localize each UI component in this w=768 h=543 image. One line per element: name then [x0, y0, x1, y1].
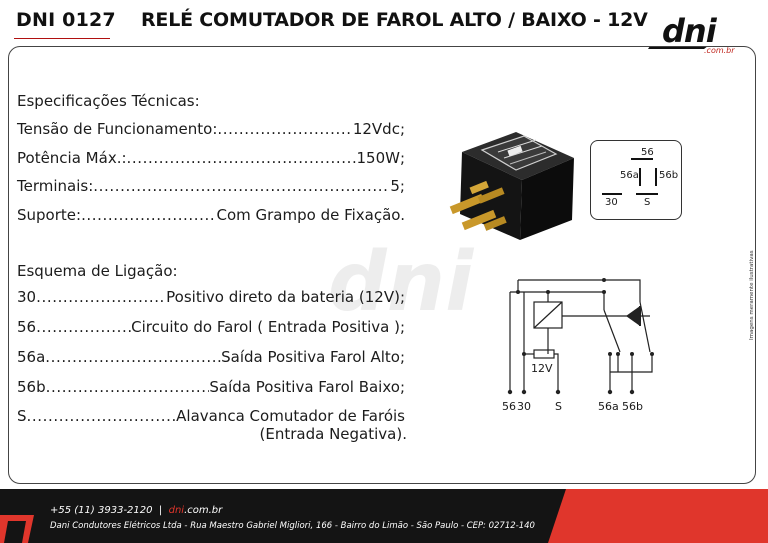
terminal-label: 56	[641, 147, 654, 158]
wiring-heading: Esquema de Ligação:	[17, 262, 178, 280]
schematic-label: 56	[502, 400, 516, 413]
spec-key: Terminais:	[17, 177, 94, 195]
wiring-row: S Alavanca Comutador de Faróis	[17, 407, 405, 425]
spec-row: Potência Máx.: 150W;	[17, 149, 405, 167]
spec-value: 150W;	[356, 149, 405, 167]
spec-value: 12Vdc;	[352, 120, 405, 138]
schematic-voltage: 12V	[531, 362, 553, 375]
code-underline	[14, 38, 110, 39]
svg-text:dni: dni	[662, 12, 718, 50]
specs-heading: Especificações Técnicas:	[17, 92, 200, 110]
illustrative-note: Imagens meramente ilustrativas	[749, 250, 755, 340]
logo-domain: .com.br	[704, 46, 735, 54]
schematic-label: 56b	[622, 400, 643, 413]
spec-value: Com Grampo de Fixação.	[216, 206, 405, 224]
terminal-label: S	[644, 197, 651, 208]
wiring-key: 30	[17, 288, 37, 306]
wiring-row: 56a Saída Positiva Farol Alto;	[17, 348, 405, 366]
terminal-56a-pin	[639, 168, 641, 186]
footer-phone: +55 (11) 3933-2120	[50, 505, 153, 516]
schematic-label: S	[555, 400, 562, 413]
terminal-56-pin	[631, 158, 653, 160]
spec-row: Terminais: 5;	[17, 177, 405, 195]
wiring-row: 56 Circuito do Farol ( Entrada Positiva )…	[17, 318, 405, 336]
wiring-row: 56b Saída Positiva Farol Baixo;	[17, 378, 405, 396]
terminal-layout-diagram	[590, 140, 682, 220]
footer-site-brand[interactable]: dni	[168, 505, 185, 516]
footer-contact: +55 (11) 3933-2120 | dni.com.br	[50, 505, 222, 516]
schematic-label: 56a	[598, 400, 619, 413]
svg-text:dni: dni	[328, 240, 475, 320]
spec-key: Suporte:	[17, 206, 82, 224]
footer-address: Dani Condutores Elétricos Ltda - Rua Mae…	[50, 521, 535, 531]
wiring-row: 30 Positivo direto da bateria (12V);	[17, 288, 405, 306]
wiring-value: Alavanca Comutador de Faróis	[176, 407, 405, 425]
schematic-label: 30	[517, 400, 531, 413]
footer-bar	[0, 489, 768, 543]
wiring-continuation: (Entrada Negativa).	[259, 425, 407, 443]
spec-key: Potência Máx.:	[17, 149, 127, 167]
footer-site-domain[interactable]: .com.br	[184, 505, 223, 516]
spec-row: Tensão de Funcionamento: 12Vdc;	[17, 120, 405, 138]
wiring-value: Positivo direto da bateria (12V);	[166, 288, 405, 306]
wiring-key: S	[17, 407, 27, 425]
terminal-label: 56a	[620, 170, 639, 181]
product-code: DNI 0127	[16, 9, 116, 31]
wiring-key: 56a	[17, 348, 46, 366]
terminal-label: 56b	[659, 170, 679, 181]
spec-value: 5;	[390, 177, 405, 195]
footer-red-accents	[0, 489, 768, 543]
content-card	[8, 46, 756, 484]
wiring-schematic	[507, 278, 654, 395]
illustrative-note-text: Imagens meramente ilustrativas	[749, 250, 755, 340]
wiring-value: Saída Positiva Farol Alto;	[221, 348, 405, 366]
product-title: RELÉ COMUTADOR DE FAROL ALTO / BAIXO - 1…	[141, 9, 648, 31]
dni-logo: dni .com.br	[648, 12, 735, 54]
spec-key: Tensão de Funcionamento:	[17, 120, 218, 138]
relay-product-image	[449, 132, 574, 240]
terminal-30-pin	[602, 193, 622, 195]
wiring-value: Circuito do Farol ( Entrada Positiva );	[131, 318, 405, 336]
terminal-56b-pin	[655, 168, 657, 186]
wiring-value: Saída Positiva Farol Baixo;	[209, 378, 405, 396]
footer-separator: |	[158, 505, 163, 516]
terminal-s-pin	[636, 193, 658, 195]
terminal-label: 30	[605, 197, 618, 208]
spec-row: Suporte: Com Grampo de Fixação.	[17, 206, 405, 224]
wiring-key: 56	[17, 318, 37, 336]
wiring-key: 56b	[17, 378, 46, 396]
dni-watermark: dni	[328, 240, 475, 320]
